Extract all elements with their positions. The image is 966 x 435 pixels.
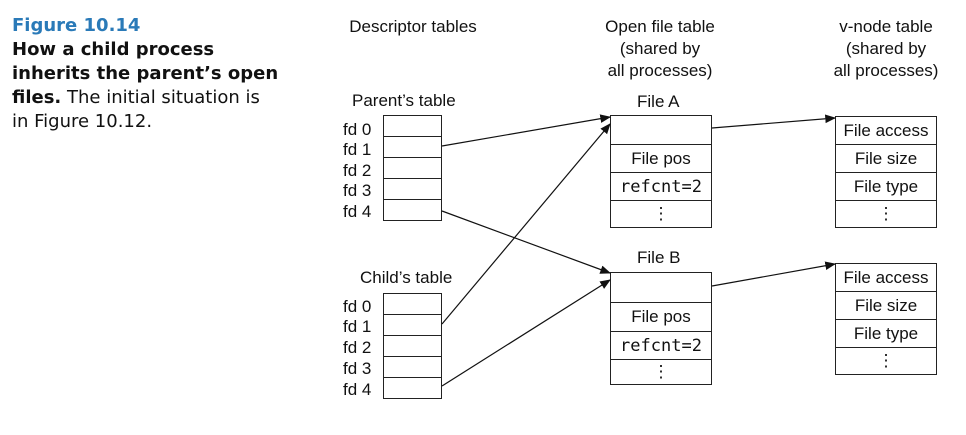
open-file-header-line2: (shared by (619, 39, 701, 58)
child-fd-label: fd 2 (343, 338, 372, 357)
vnode-header-line1: v-node table (839, 17, 933, 36)
child-fd-label: fd 3 (343, 359, 372, 378)
child-table-title: Child’s table (360, 268, 453, 287)
figure-caption: Figure 10.14 How a child process inherit… (12, 14, 282, 134)
parent-fd-label: fd 4 (343, 202, 372, 221)
file-b-title: File B (637, 248, 681, 267)
child-fd-label: fd 1 (343, 317, 372, 336)
descriptor-tables-header: Descriptor tables (349, 17, 477, 36)
figure-title: How a child process inherits the parent’… (12, 39, 279, 108)
vnode-a-type: File type (835, 172, 937, 201)
parent-fd-label: fd 0 (343, 120, 372, 139)
figure-number: Figure 10.14 (12, 15, 141, 36)
vnode-a-size: File size (835, 144, 937, 173)
parent-fd-label: fd 1 (343, 140, 372, 159)
file-a-pos: File pos (610, 144, 712, 173)
parent-fd-label: fd 2 (343, 161, 372, 180)
vnode-b-type: File type (835, 319, 937, 348)
vnode-b-more: ⋮ (835, 347, 937, 375)
vnode-a-more: ⋮ (835, 200, 937, 228)
vnode-b-access: File access (835, 263, 937, 292)
arrow-child-fd1-to-file-a (441, 123, 611, 325)
arrow-file-a-to-vnode-a (711, 114, 837, 129)
parent-table-title: Parent’s table (352, 91, 456, 110)
open-file-header-line1: Open file table (605, 17, 715, 36)
arrow-file-b-to-vnode-b (711, 261, 837, 287)
open-file-table-header: Open file table (shared by all processes… (570, 16, 750, 82)
vnode-table-header: v-node table (shared by all processes) (806, 16, 966, 82)
file-b-blank-slot (610, 272, 712, 303)
arrow-parent-fd4-to-file-b (441, 210, 612, 274)
arrow-child-fd4-to-file-b (441, 279, 611, 387)
file-b-refcnt: refcnt=2 (610, 331, 712, 360)
vnode-header-line2: (shared by (845, 39, 927, 58)
file-b-more: ⋮ (610, 359, 712, 385)
child-fd-slot (383, 377, 442, 399)
child-fd-label: fd 0 (343, 297, 372, 316)
parent-fd-label: fd 3 (343, 181, 372, 200)
open-file-header-line3: all processes) (607, 61, 713, 80)
file-a-more: ⋮ (610, 200, 712, 228)
file-a-title: File A (637, 92, 680, 111)
arrow-parent-fd1-to-file-a (441, 114, 612, 147)
file-b-pos: File pos (610, 302, 712, 332)
parent-fd-slot (383, 199, 442, 221)
vnode-b-size: File size (835, 291, 937, 320)
vnode-header-line3: all processes) (833, 61, 939, 80)
child-fd-label: fd 4 (343, 380, 372, 399)
figure-description: The initial situation is in Figure 10.12… (12, 87, 260, 132)
